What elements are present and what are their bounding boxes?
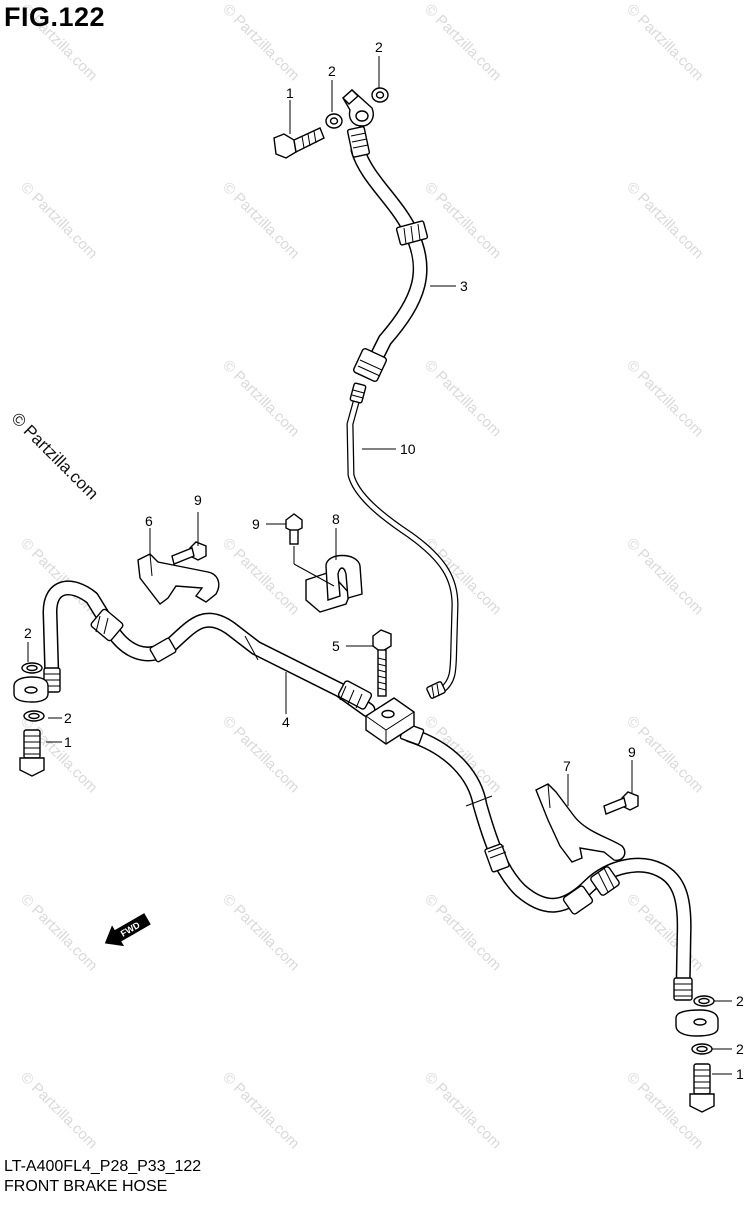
watermark-tile: © Partzilla.com [421, 1069, 504, 1152]
watermark-tile: © Partzilla.com [17, 891, 100, 974]
callout-2: 2 [736, 1041, 744, 1057]
watermark-tile: © Partzilla.com [623, 891, 706, 974]
bracket-7 [535, 783, 626, 863]
callout-2: 2 [24, 625, 32, 641]
leader-lines [27, 56, 732, 1075]
callout-7: 7 [563, 758, 571, 774]
callout-10: 10 [400, 441, 416, 457]
brake-hose-upper [346, 126, 429, 382]
watermark-tile: © Partzilla.com [421, 535, 504, 618]
callout-2: 2 [328, 63, 336, 79]
callout-9: 9 [252, 516, 260, 532]
watermark-tile: © Partzilla.com [219, 1069, 302, 1152]
watermark-tile: © Partzilla.com [219, 357, 302, 440]
model-code: LT-A400FL4_P28_P33_122 [4, 1158, 202, 1175]
callout-9: 9 [628, 744, 636, 760]
bolt-9-left [171, 541, 207, 565]
callout-2: 2 [375, 39, 383, 55]
watermark-tile: © Partzilla.com [623, 357, 706, 440]
watermark-tile: © Partzilla.com [623, 535, 706, 618]
watermark-tile: © Partzilla.com [421, 179, 504, 262]
callout-1: 1 [286, 85, 294, 101]
watermark-tile: © Partzilla.com [219, 179, 302, 262]
watermark-tile: © Partzilla.com [219, 891, 302, 974]
watermark-tile: © Partzilla.com [421, 357, 504, 440]
callout-5: 5 [332, 638, 340, 654]
watermark-tile: © Partzilla.com [219, 1, 302, 84]
callout-4: 4 [282, 714, 290, 730]
watermark-tile: © Partzilla.com [17, 1069, 100, 1152]
watermark-tile: © Partzilla.com [623, 1, 706, 84]
watermark-tile: © Partzilla.com [421, 1, 504, 84]
caliper-fitting-left [13, 662, 49, 777]
callout-9: 9 [194, 492, 202, 508]
figure-title: FIG.122 [4, 2, 106, 32]
caliper-fitting-right [675, 995, 719, 1113]
clamp-8 [305, 554, 363, 613]
watermark-tile: © Partzilla.com [421, 891, 504, 974]
callout-2: 2 [64, 710, 72, 726]
bolt-9-right [603, 791, 639, 815]
callouts: 1 2 2 3 10 9 6 9 8 5 4 2 2 1 7 9 2 2 1 [24, 39, 744, 1082]
brake-hose-right [399, 722, 693, 1001]
brake-pipe [346, 382, 459, 699]
callout-2: 2 [736, 993, 744, 1009]
bolt-5 [372, 629, 392, 697]
watermark-tile: © Partzilla.com [17, 179, 100, 262]
watermark-tile: © Partzilla.com [219, 535, 302, 618]
watermark-tile: © Partzilla.com [421, 713, 504, 796]
forward-arrow-icon: FWD [104, 913, 151, 947]
callout-1: 1 [64, 734, 72, 750]
watermark-tile: © Partzilla.com [623, 179, 706, 262]
bracket-6 [137, 553, 220, 605]
callout-1: 1 [736, 1066, 744, 1082]
watermark-tile: © Partzilla.com [219, 713, 302, 796]
callout-3: 3 [460, 278, 468, 294]
callout-8: 8 [332, 511, 340, 527]
banjo-fitting-top [341, 89, 374, 127]
bolt-9-center [285, 513, 303, 545]
brake-hose-left [42, 580, 376, 718]
figure-caption: FRONT BRAKE HOSE [4, 1178, 168, 1195]
bolt-top-assembly [273, 87, 389, 159]
callout-6: 6 [145, 513, 153, 529]
three-way-joint [365, 697, 415, 745]
